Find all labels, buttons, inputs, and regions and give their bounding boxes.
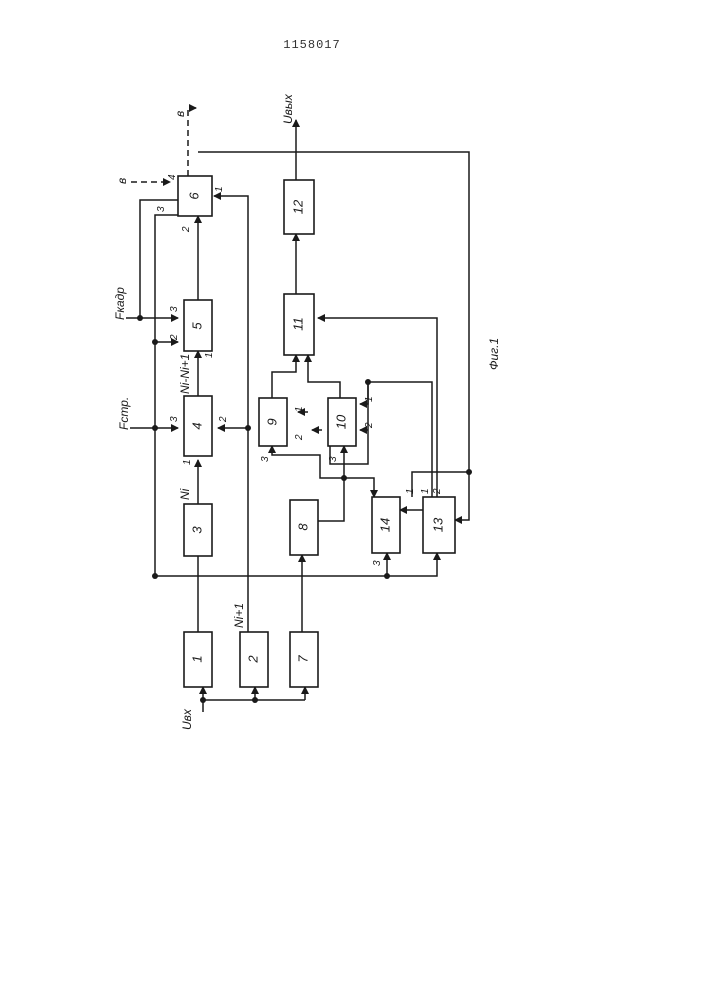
figure-caption: Фиг.1 (487, 338, 501, 370)
block-12: 12 (284, 180, 314, 234)
port-9-1: 1 (294, 406, 305, 412)
port-6-4: 4 (167, 174, 178, 180)
block-11-label: 11 (290, 317, 305, 331)
junction (365, 379, 371, 385)
b-out-label: в (173, 111, 187, 117)
port-4-3: 3 (169, 416, 180, 422)
block-3: 3 (184, 504, 212, 556)
block-4-label: 4 (189, 422, 204, 429)
block-8-label: 8 (295, 523, 310, 531)
fstr-label: Fстр. (117, 397, 131, 430)
port-10-1: 1 (364, 396, 375, 402)
junction (245, 425, 251, 431)
wire-b2-b6 (214, 196, 248, 632)
junction (137, 315, 143, 321)
block-8: 8 (290, 500, 318, 555)
junction (466, 469, 472, 475)
block-6-label: 6 (186, 192, 201, 200)
block-9: 9 (259, 398, 287, 446)
patent-number: 1158017 (283, 38, 340, 52)
blocks: 1 2 3 4 5 6 7 8 9 10 11 12 13 14 (178, 176, 455, 687)
wire-b13-2 (368, 382, 432, 497)
block-1-label: 1 (189, 655, 204, 662)
input-label: Uвх (180, 708, 194, 730)
fkadr-label: Fкадр (113, 287, 127, 320)
junction (341, 475, 347, 481)
block-10: 10 (328, 398, 356, 446)
wire-b10-b11 (308, 355, 340, 398)
block-5-label: 5 (189, 322, 204, 330)
block-11: 11 (284, 294, 314, 355)
block-13-label: 13 (430, 517, 445, 532)
block-2: 2 (240, 632, 268, 687)
port-9-3: 3 (260, 456, 271, 462)
wire-leftbus-b6 (155, 215, 178, 342)
port-6-2: 2 (181, 226, 192, 233)
b-in-label: в (115, 178, 129, 184)
junction (200, 697, 206, 703)
block-4: 4 (184, 396, 212, 456)
port-10-3: 3 (328, 456, 339, 462)
block-14: 14 (372, 497, 400, 553)
port-14-1: 1 (405, 488, 416, 494)
junction (152, 339, 158, 345)
port-4-2: 2 (218, 416, 229, 423)
ni1-label: Ni+1 (232, 603, 246, 628)
wire-node-b14 (344, 478, 374, 497)
ndiff-label: Ni-Ni+1 (178, 354, 192, 394)
wire-fkadr-b6 (140, 200, 178, 318)
block-14-label: 14 (377, 518, 392, 532)
port-14-3: 3 (372, 560, 383, 566)
block-3-label: 3 (189, 526, 204, 534)
block-1: 1 (184, 632, 212, 687)
wire-b9-b11 (272, 355, 296, 398)
block-12-label: 12 (290, 199, 305, 214)
port-9-2: 2 (294, 434, 305, 441)
port-5-3: 3 (169, 306, 180, 312)
wire-leftbus-b5 (155, 342, 178, 576)
junction (252, 697, 258, 703)
port-4-1: 1 (182, 459, 193, 465)
block-5: 5 (184, 300, 212, 351)
block-10-label: 10 (333, 414, 348, 429)
port-5-2: 2 (169, 334, 180, 341)
port-10-2: 2 (364, 422, 375, 429)
port-6-3: 3 (156, 206, 167, 212)
junction (152, 425, 158, 431)
block-7: 7 (290, 632, 318, 687)
block-7-label: 7 (295, 655, 310, 663)
block-6: 6 (178, 176, 212, 216)
port-5-1: 1 (204, 352, 215, 358)
junction (152, 573, 158, 579)
port-13-2: 2 (432, 488, 443, 495)
port-6-1: 1 (214, 186, 225, 192)
port-13-1: 1 (420, 488, 431, 494)
output-label: Uвых (281, 93, 295, 124)
wire-b8-node (318, 478, 344, 521)
wire-b6-out (188, 108, 196, 176)
junction (384, 573, 390, 579)
block-9-label: 9 (264, 418, 279, 425)
block-13: 13 (423, 497, 455, 553)
block-2-label: 2 (245, 655, 260, 664)
wire-b6-b13 (198, 152, 469, 520)
ni-label: Ni (178, 488, 192, 500)
